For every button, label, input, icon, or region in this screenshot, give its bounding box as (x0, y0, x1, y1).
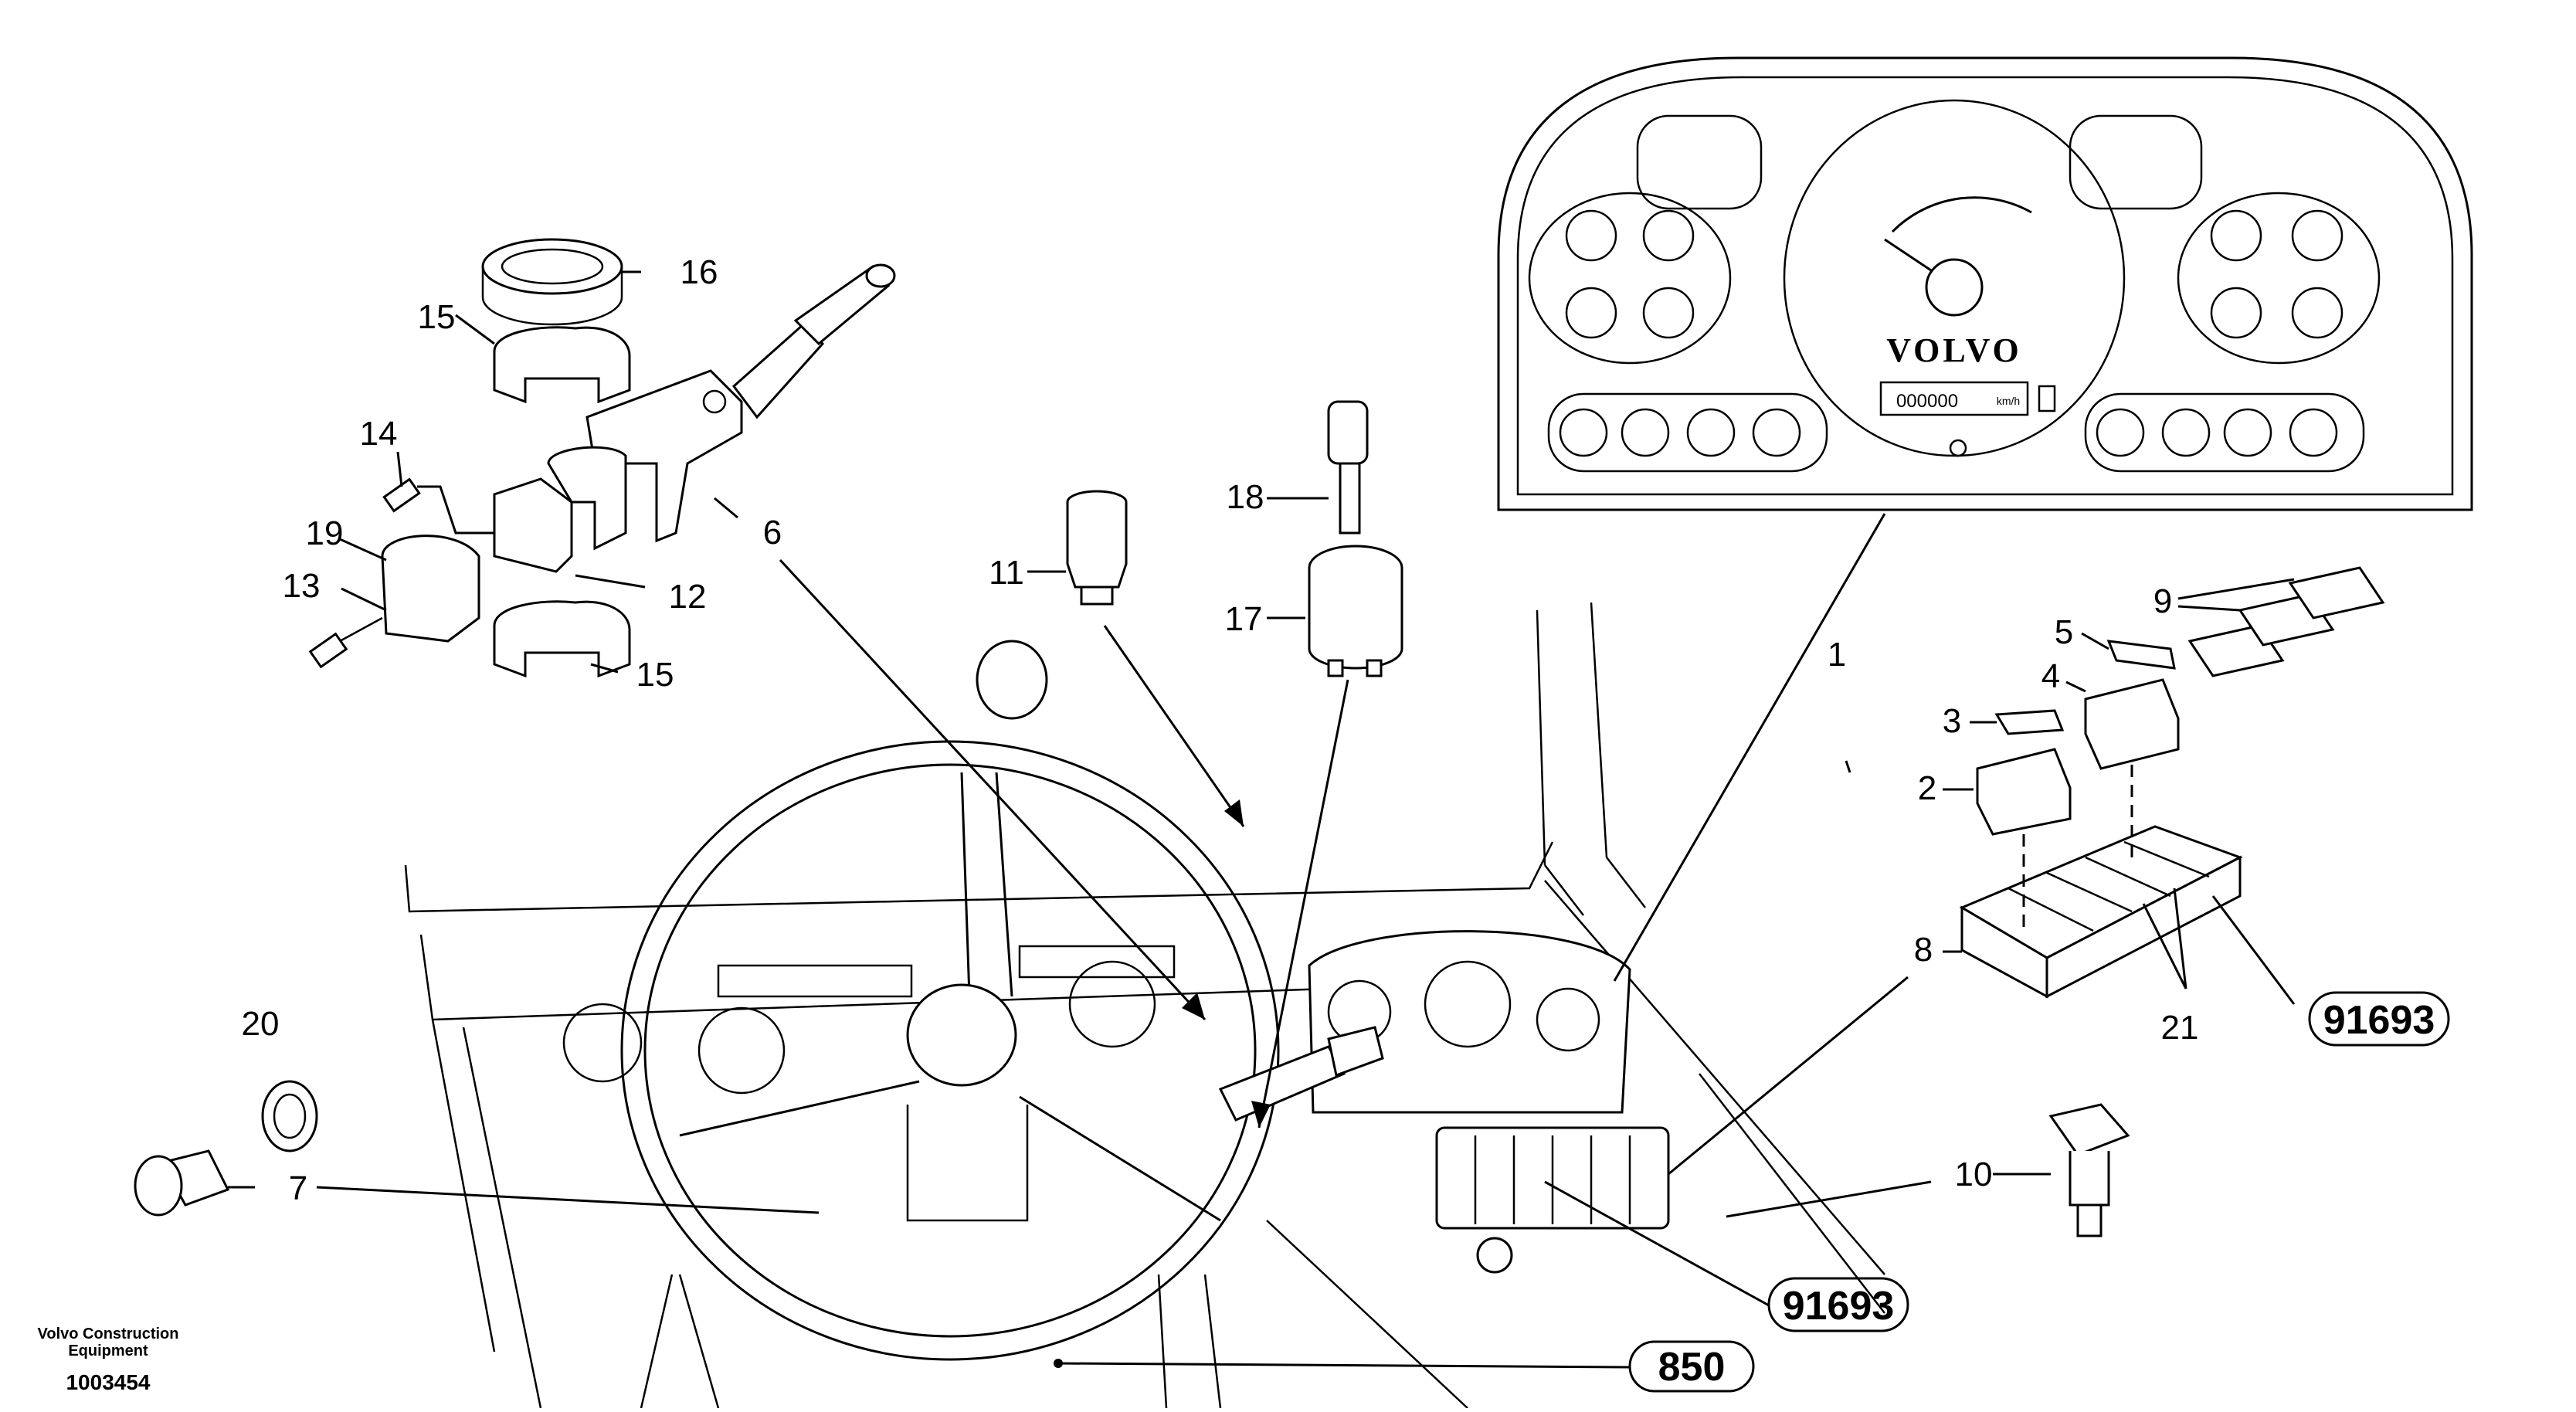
reference-91693-lower[interactable]: 91693 (1767, 1277, 1909, 1332)
footer-brand-line2: Equipment (68, 1342, 148, 1359)
callout-7: 7 (289, 1169, 307, 1207)
callout-12: 12 (669, 578, 707, 616)
callout-13: 13 (283, 567, 321, 605)
part-16-ring (481, 238, 623, 326)
callout-10: 10 (1955, 1156, 1993, 1193)
part-11-warning-light (1066, 490, 1128, 606)
part-20-bezel (261, 1080, 318, 1152)
instrument-panel: VOLVO 000000 km/h (1497, 56, 2473, 511)
steering-wheel (620, 640, 1280, 1361)
callout-11: 11 (989, 554, 1024, 592)
assembly-dash-lines (2022, 765, 2133, 927)
reference-91693-upper-label: 91693 (2323, 998, 2435, 1043)
callout-4: 4 (2041, 657, 2060, 695)
part-15-clip-upper (493, 326, 631, 404)
callout-8: 8 (1914, 931, 1933, 969)
callouts: 1 2 3 4 5 6 7 8 9 10 11 12 13 14 15 15 1… (242, 253, 2199, 1207)
part-3-lens (1994, 709, 2065, 735)
odometer-value: 000000 (1896, 391, 1958, 412)
part-17-ignition-switch (1308, 545, 1403, 677)
callout-19: 19 (306, 514, 344, 552)
reference-850[interactable]: 850 (1628, 1340, 1755, 1393)
callout-9: 9 (2153, 582, 2172, 620)
callout-6: 6 (763, 514, 782, 552)
part-14-screw (382, 477, 421, 513)
part-18-key (1327, 400, 1369, 535)
part-15-clip-lower (493, 600, 631, 678)
footer-block: Volvo Construction Equipment 1003454 (31, 1325, 185, 1395)
drawing-number: 1003454 (66, 1370, 151, 1394)
part-19-bracket (381, 535, 480, 643)
panel-brand: VOLVO (1886, 331, 2022, 369)
reference-91693-lower-label: 91693 (1783, 1284, 1895, 1329)
part-7-lamp (134, 1149, 230, 1217)
callout-2: 2 (1918, 769, 1936, 807)
footer-brand-line1: Volvo Construction (37, 1325, 179, 1342)
callout-21: 21 (2161, 1009, 2199, 1047)
part-5-lens (2106, 640, 2176, 670)
leader-lines (228, 270, 2296, 1369)
callout-3: 3 (1943, 702, 1961, 740)
reference-850-label: 850 (1658, 1345, 1726, 1390)
part-8-switch-frame (1959, 825, 2243, 999)
part-10-socket (2048, 1103, 2130, 1237)
callout-15-lower: 15 (636, 656, 674, 694)
part-13-screw (308, 616, 383, 669)
reference-labels: 91693 91693 850 (1628, 991, 2450, 1393)
callout-17: 17 (1225, 600, 1263, 638)
part-12-clamp (493, 446, 627, 573)
callout-15-upper: 15 (418, 298, 456, 336)
callout-16: 16 (680, 253, 718, 291)
callout-18: 18 (1227, 478, 1264, 516)
callout-14: 14 (360, 415, 398, 453)
column-lever (1218, 1026, 1384, 1122)
callout-20: 20 (242, 1005, 280, 1043)
reference-91693-upper[interactable]: 91693 (2308, 991, 2450, 1047)
part-2-rocker-switch (1976, 748, 2072, 836)
callout-5: 5 (2055, 613, 2073, 651)
part-4-rocker-switch (2084, 678, 2180, 770)
odometer-unit: km/h (1997, 395, 2020, 407)
dashboard-scene (404, 602, 1885, 1409)
callout-1: 1 (1828, 636, 1846, 674)
part-9-blanking-plates (2187, 566, 2385, 677)
part-6-lever-switch (585, 263, 896, 543)
